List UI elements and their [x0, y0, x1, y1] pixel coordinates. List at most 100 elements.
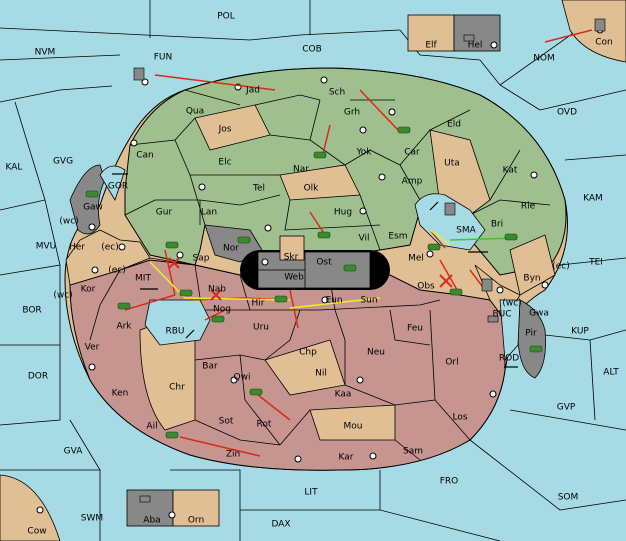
label-orn: Orn — [188, 516, 204, 526]
label-fun: FUN — [154, 53, 173, 63]
label-sot: Sot — [219, 417, 234, 427]
label-ark: Ark — [116, 322, 132, 332]
label-pol: POL — [217, 12, 235, 22]
label-alt: ALT — [603, 368, 619, 378]
label-kar: Kar — [339, 453, 354, 463]
label-zin: Zin — [226, 450, 240, 460]
coast-tag-kor: (ec) — [108, 266, 126, 276]
label-mvu: MVU — [36, 242, 57, 252]
label-bar: Bar — [202, 362, 218, 372]
sea-labels: POL NVM FUN COB NOM Con OVD KAL GVG KAM … — [6, 12, 620, 537]
connector-arrows — [112, 173, 518, 368]
label-yok: Yok — [355, 148, 372, 158]
label-ost: Ost — [316, 258, 332, 268]
label-chp: Chp — [299, 348, 317, 358]
label-hel: Hel — [468, 41, 483, 51]
label-can: Can — [136, 151, 154, 161]
label-nom: NOM — [533, 54, 555, 64]
label-qwi: Qwi — [234, 373, 251, 383]
label-vil: Vil — [359, 234, 370, 244]
label-sma: SMA — [456, 226, 476, 236]
label-kor: Kor — [81, 285, 96, 295]
label-her: Her — [69, 243, 85, 253]
label-esm: Esm — [388, 232, 407, 242]
tan-red-labels: Gaw Her Kor Sap Nor Skr Web Ost Mel Byn … — [69, 203, 549, 463]
label-gwa: Gwa — [529, 309, 549, 319]
label-feu: Feu — [407, 324, 423, 334]
label-tei: TEI — [588, 258, 603, 268]
label-ail: Ail — [146, 422, 157, 432]
label-ovd: OVD — [557, 108, 577, 118]
label-uta: Uta — [444, 159, 460, 169]
label-sch: Sch — [329, 88, 345, 98]
label-swm: SWM — [81, 514, 103, 524]
label-rot: Rot — [257, 420, 272, 430]
label-mou: Mou — [344, 422, 363, 432]
label-bor: BOR — [22, 306, 41, 316]
label-kaa: Kaa — [335, 390, 352, 400]
label-tel: Tel — [252, 184, 265, 194]
label-cow: Cow — [27, 527, 46, 537]
label-kam: KAM — [583, 194, 603, 204]
coast-tag-gwa: (wc) — [502, 299, 521, 309]
label-buc: BUC — [492, 310, 511, 320]
coast-tag-her: (wc) — [59, 217, 78, 227]
label-nog: Nog — [213, 305, 231, 315]
label-eun: Eun — [325, 296, 342, 306]
label-kat: Kat — [503, 166, 518, 176]
label-obs: Obs — [417, 282, 435, 292]
label-elc: Elc — [218, 158, 231, 168]
green-labels: Jad Sch Qua Jos Grh Can Eld Car Elc Yok … — [136, 86, 535, 244]
label-qua: Qua — [186, 107, 204, 117]
label-mit: MIT — [135, 274, 151, 284]
label-sam: Sam — [403, 447, 423, 457]
label-gvg: GVG — [53, 157, 73, 167]
label-eld: Eld — [447, 120, 461, 130]
label-hir: Hir — [252, 299, 265, 309]
coast-tag-her-east: (ec) — [101, 243, 119, 253]
label-skr: Skr — [284, 253, 299, 263]
label-aba: Aba — [143, 516, 160, 526]
label-amp: Amp — [402, 177, 423, 187]
label-grh: Grh — [344, 108, 360, 118]
label-fro: FRO — [440, 477, 459, 487]
label-som: SOM — [558, 493, 579, 503]
label-nar: Nar — [293, 165, 309, 175]
label-dor: DOR — [28, 372, 48, 382]
label-ken: Ken — [112, 389, 129, 399]
label-jad: Jad — [245, 86, 260, 96]
coast-tag-byn: (ec) — [552, 262, 570, 272]
narrow-sea-labels: GOR MIT RBU SMA BUC ROD — [108, 182, 519, 364]
label-sap: Sap — [193, 254, 210, 264]
label-elf: Elf — [425, 41, 437, 51]
label-orl: Orl — [445, 358, 458, 368]
label-lit: LIT — [304, 488, 318, 498]
label-gor: GOR — [108, 182, 128, 192]
label-gaw: Gaw — [83, 203, 103, 213]
label-rie: Rie — [521, 202, 536, 212]
label-gva: GVA — [64, 447, 84, 457]
label-nab: Nab — [208, 285, 226, 295]
label-dax: DAX — [271, 520, 290, 530]
units — [85, 126, 543, 439]
label-kup: KUP — [571, 327, 589, 337]
label-nor: Nor — [223, 244, 239, 254]
label-neu: Neu — [367, 348, 385, 358]
inland-seas — [99, 165, 521, 361]
coast-tag-kor-west: (wc) — [53, 291, 72, 301]
label-gur: Gur — [156, 208, 173, 218]
label-bri: Bri — [491, 220, 503, 230]
label-con: Con — [595, 38, 613, 48]
label-uru: Uru — [253, 323, 269, 333]
label-car: Car — [404, 148, 420, 158]
label-hug: Hug — [334, 208, 352, 218]
label-rbu: RBU — [165, 327, 184, 337]
label-jos: Jos — [218, 125, 232, 135]
coast-tags: (wc) (ec) (ec) (wc) (ec) (wc) — [53, 217, 569, 309]
label-gvp: GVP — [557, 403, 576, 413]
label-web: Web — [284, 273, 304, 283]
fleets — [133, 18, 606, 503]
label-ver: Ver — [85, 343, 100, 353]
label-mel: Mel — [408, 254, 424, 264]
